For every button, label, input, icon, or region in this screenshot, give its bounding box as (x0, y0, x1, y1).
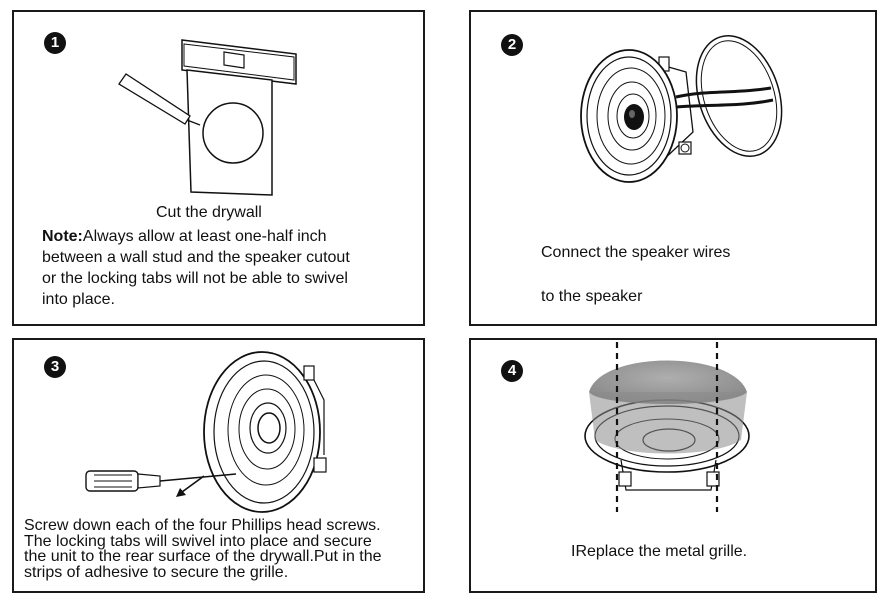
step-1-note: Note:Always allow at least one-half inch… (42, 226, 422, 310)
step-3-line-1: Screw down each of the four Phillips hea… (24, 517, 381, 534)
screwdriver-mounting-illustration (85, 351, 327, 513)
step-4-caption: IReplace the metal grille. (571, 543, 748, 560)
grille-replacement-illustration (584, 342, 750, 512)
step-2-panel: 2 Connect the speaker wires to the speak… (469, 10, 877, 326)
step-4-panel: 4 IReplace the metal grille. (469, 338, 877, 593)
step-3-line-2: The locking tabs will swivel into place … (24, 532, 372, 550)
note-line-3: or the locking tabs will not be able to … (42, 270, 348, 287)
note-line-4: into place. (42, 291, 115, 308)
note-label: Note: (42, 228, 83, 245)
note-line-1: Always allow at least one-half inch (82, 228, 327, 245)
step-1-panel: 1 Cut the drywall Note:Always allow at l… (12, 10, 425, 326)
step-2-badge: 2 (501, 34, 523, 56)
step-3-badge: 3 (44, 356, 66, 378)
step-1-caption: Cut the drywall (156, 204, 262, 221)
step-1-badge: 1 (44, 32, 66, 54)
note-line-2: between a wall stud and the speaker cuto… (42, 249, 350, 266)
drywall-cut-illustration (118, 39, 297, 196)
step-3-instructions: Screw down each of the four Phillips hea… (24, 518, 424, 580)
step-3-line-3: the unit to the rear surface of the dryw… (24, 548, 382, 565)
step-4-badge: 4 (501, 360, 523, 382)
step-2-line-2: to the speaker (541, 288, 643, 305)
step-3-panel: 3 Screw down each of the four Phillips h… (12, 338, 425, 593)
speaker-wire-illustration (580, 35, 783, 183)
step-2-line-1: Connect the speaker wires (541, 244, 731, 261)
step-3-line-4: strips of adhesive to secure the grille. (24, 563, 289, 581)
